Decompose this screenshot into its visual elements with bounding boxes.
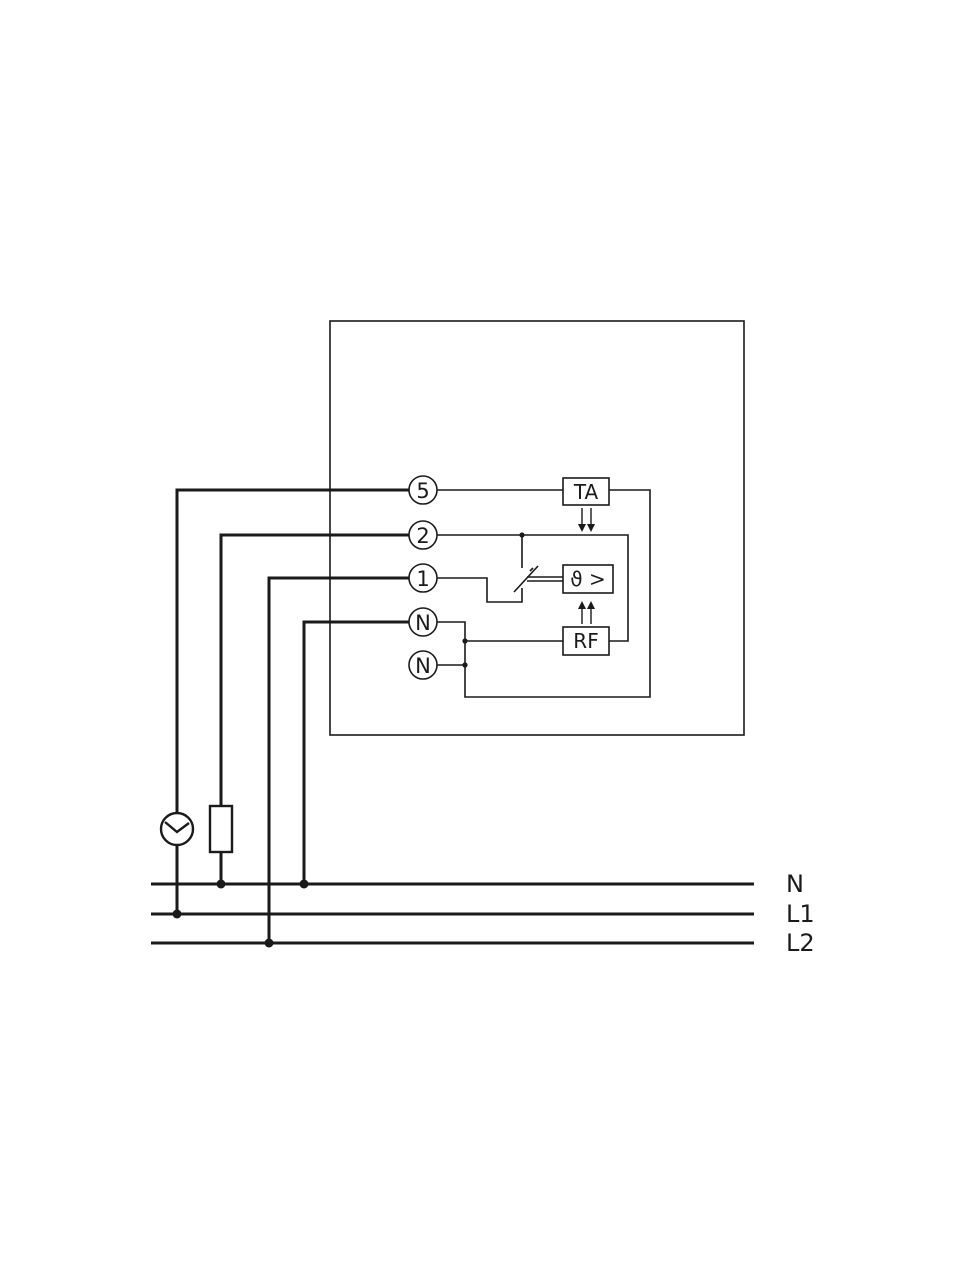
wire-terminal-2 [219, 533, 411, 886]
wire-terminal-n [302, 620, 411, 886]
terminal-n-bottom-label: N [415, 654, 431, 678]
bus-l1-label: L1 [786, 900, 815, 928]
bus-l2-label: L2 [786, 929, 815, 957]
wire-terminal-1 [267, 576, 411, 945]
terminal-1: 1 [408, 563, 438, 593]
terminal-1-label: 1 [416, 567, 429, 591]
arrow-icon [578, 508, 595, 624]
block-rf-label: RF [573, 629, 598, 653]
block-thermostat: ϑ > [562, 564, 614, 594]
block-ta: TA [562, 477, 610, 506]
device-housing [329, 320, 745, 736]
block-ta-label: TA [573, 480, 599, 504]
terminal-5-label: 5 [416, 479, 429, 503]
internal-wiring [437, 489, 651, 698]
junction-dot [519, 532, 525, 538]
supply-buses [151, 882, 754, 945]
terminal-2-label: 2 [416, 524, 429, 548]
terminal-5: 5 [408, 475, 438, 505]
terminal-n-top: N [408, 607, 438, 637]
external-wiring [175, 488, 411, 945]
heater-load-icon [208, 804, 234, 854]
terminal-2: 2 [408, 520, 438, 550]
junction-dot [264, 938, 274, 948]
block-rf: RF [562, 626, 610, 656]
clock-icon [159, 811, 195, 847]
terminal-n-bottom: N [408, 650, 438, 680]
junction-dot [172, 909, 182, 919]
terminal-n-top-label: N [415, 611, 431, 635]
junction-dot [462, 662, 468, 668]
junction-dot [299, 879, 309, 889]
block-thermostat-label: ϑ > [570, 567, 606, 591]
wire-terminal-5 [175, 488, 411, 916]
bus-n-label: N [786, 870, 804, 898]
junction-dot [216, 879, 226, 889]
junction-dot [462, 638, 468, 644]
